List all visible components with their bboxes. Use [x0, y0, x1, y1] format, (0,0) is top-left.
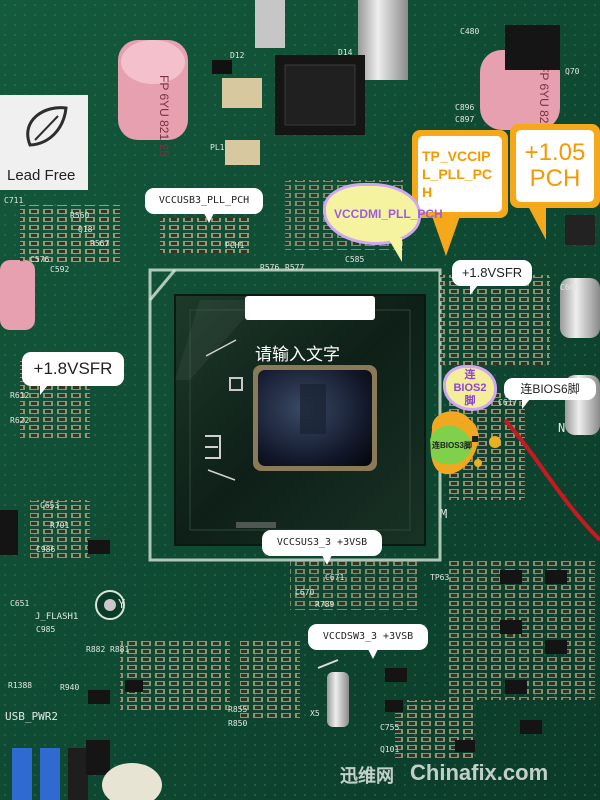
svg-text:R855: R855	[228, 705, 247, 714]
svg-text:C651: C651	[10, 599, 29, 608]
svg-text:C600: C600	[560, 283, 579, 292]
svg-text:X5: X5	[310, 709, 320, 718]
text-placeholder-box	[245, 296, 375, 320]
text-placeholder-label: 请输入文字	[255, 345, 340, 364]
svg-text:Lead Free: Lead Free	[7, 167, 75, 184]
callout-bios3: 连BIOS3脚	[430, 436, 478, 456]
svg-text:C985: C985	[36, 625, 55, 634]
svg-text:PL1: PL1	[210, 143, 225, 152]
callout-vccusb3-pll: VCCUSB3_PLL_PCH	[145, 188, 263, 223]
svg-text:C576: C576	[30, 255, 49, 264]
svg-text:USB_PWR2: USB_PWR2	[5, 710, 58, 723]
svg-text:R850: R850	[228, 719, 247, 728]
svg-text:C897: C897	[455, 115, 474, 124]
callout-18vsfr-left: +1.8VSFR	[22, 352, 124, 395]
svg-text:R560: R560	[70, 211, 89, 220]
svg-text:C592: C592	[50, 265, 69, 274]
svg-text:R789: R789	[315, 600, 334, 609]
svg-text:C671: C671	[325, 573, 344, 582]
callout-pch-105-line1: +1.05	[524, 139, 586, 166]
svg-text:M: M	[440, 507, 447, 521]
callout-pch-105-tail	[528, 206, 546, 240]
callout-tp-vccipll-text: TP_VCCIPL_PLL_PCH	[418, 136, 502, 212]
svg-text:J_FLASH1: J_FLASH1	[35, 612, 78, 622]
svg-text:Y: Y	[118, 597, 126, 611]
svg-text:C617: C617	[498, 398, 517, 407]
svg-text:C653: C653	[40, 501, 59, 510]
callout-vccdsw3: VCCDSW3_3 +3VSB	[308, 624, 428, 659]
svg-text:FP 6YU 821 25: FP 6YU 821 25	[157, 75, 171, 157]
svg-text:C986: C986	[36, 545, 55, 554]
callout-tp-vccipll-tail	[432, 216, 460, 256]
svg-text:R701: R701	[50, 521, 69, 530]
svg-text:C755: C755	[380, 723, 399, 732]
callout-vccdmi-pll-text: VCCDMI_PLL_PCH	[334, 206, 443, 221]
svg-text:R940: R940	[60, 683, 79, 692]
callout-vccdmi-tail	[388, 238, 402, 262]
callout-pch-105-line2: PCH	[529, 165, 581, 192]
svg-text:D14: D14	[338, 48, 353, 57]
callout-bios2-text: 连BIOS2脚	[453, 368, 487, 407]
svg-text:R567: R567	[90, 239, 109, 248]
svg-text:R622: R622	[10, 416, 29, 425]
callout-vccdmi-pll: VCCDMI_PLL_PCH	[326, 186, 443, 242]
svg-text:C896: C896	[455, 103, 474, 112]
svg-text:R882: R882	[86, 645, 105, 654]
svg-text:R577: R577	[285, 263, 304, 272]
svg-text:C585: C585	[345, 255, 364, 264]
callout-tp-vccipll: TP_VCCIPL_PLL_PCH	[412, 130, 508, 218]
watermark-en: Chinafix.com	[410, 760, 549, 785]
svg-text:N: N	[558, 421, 565, 435]
svg-text:R1388: R1388	[8, 681, 32, 690]
svg-text:R881: R881	[110, 645, 129, 654]
svg-text:C670: C670	[295, 588, 314, 597]
callout-pch-105-text: +1.05 PCH	[516, 130, 594, 202]
svg-text:C711: C711	[4, 196, 23, 205]
svg-text:R612: R612	[10, 391, 29, 400]
svg-text:Q101: Q101	[380, 745, 399, 754]
callout-pch-105: +1.05 PCH	[510, 124, 600, 208]
callout-bios6: 连BIOS6脚	[504, 378, 596, 409]
svg-text:PCH1: PCH1	[225, 241, 244, 250]
svg-text:D12: D12	[230, 51, 245, 60]
callout-bios2: 连BIOS2脚	[446, 368, 494, 408]
svg-text:Q70: Q70	[565, 67, 580, 76]
svg-text:TP63: TP63	[430, 573, 449, 582]
svg-text:C480: C480	[460, 27, 479, 36]
svg-text:Q18: Q18	[78, 225, 93, 234]
callout-18vsfr-right: +1.8VSFR	[452, 260, 532, 295]
watermark-cn: 迅维网	[340, 766, 394, 786]
callout-vccsus3: VCCSUS3_3 +3VSB	[262, 530, 382, 565]
svg-text:R576: R576	[260, 263, 279, 272]
